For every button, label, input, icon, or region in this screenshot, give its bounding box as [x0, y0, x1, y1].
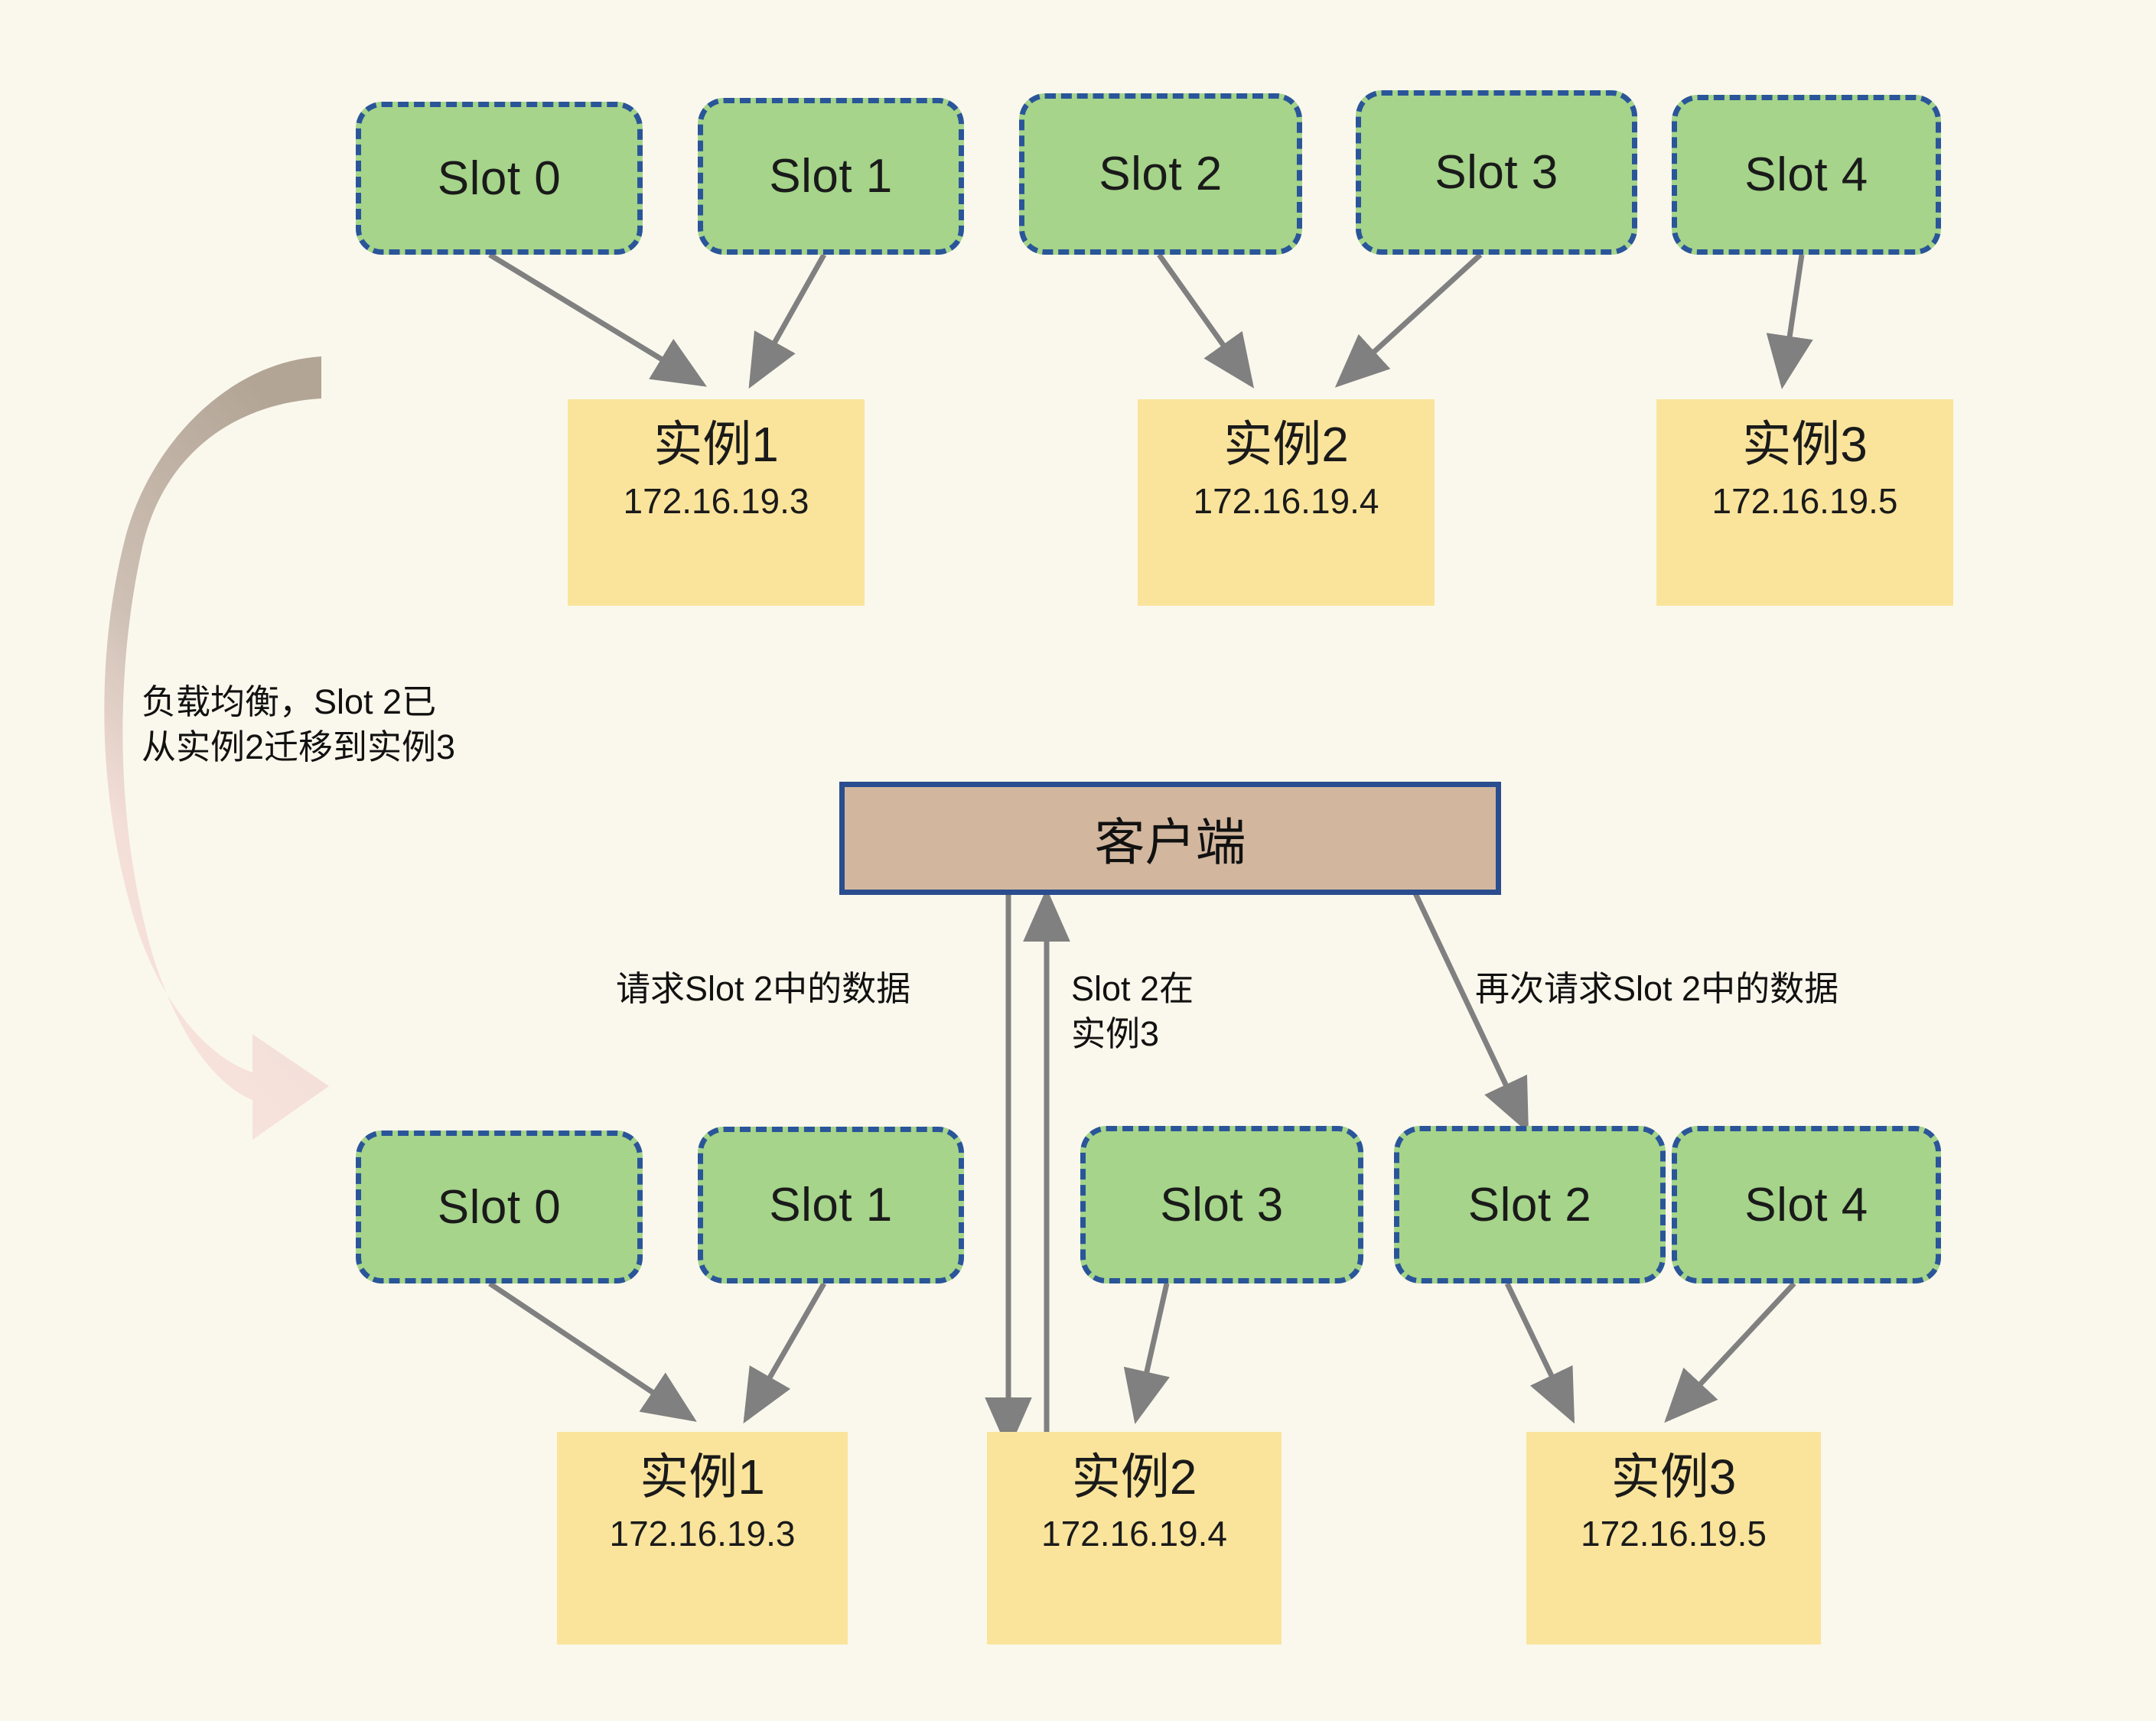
bottom-instance-1-name: 实例1 — [640, 1449, 765, 1505]
top-slot-0-label: Slot 0 — [437, 151, 562, 205]
bottom-instance-3-name: 实例3 — [1610, 1449, 1737, 1505]
top-slot-instance-arrows — [488, 252, 1813, 389]
bottom-instance-1[interactable]: 实例1 172.16.19.3 — [557, 1432, 848, 1645]
bottom-instance-2-name: 实例2 — [1071, 1449, 1197, 1505]
top-instance-2-name: 实例2 — [1223, 417, 1349, 472]
top-instance-3[interactable]: 实例3 172.16.19.5 — [1656, 399, 1953, 606]
bottom-slot-4[interactable]: Slot 4 — [1672, 1126, 1941, 1283]
bottom-slot-3[interactable]: Slot 3 — [1080, 1126, 1363, 1283]
arrow-bslot0-to-instance1 — [488, 1281, 697, 1422]
top-instance-2[interactable]: 实例2 172.16.19.4 — [1138, 399, 1435, 606]
top-instance-1[interactable]: 实例1 172.16.19.3 — [568, 399, 865, 606]
request-slot2-note: 请求Slot 2中的数据 — [616, 969, 911, 1008]
redirect-reply-note: Slot 2在 实例3 — [1071, 969, 1194, 1054]
top-slot-2-label: Slot 2 — [1099, 148, 1223, 200]
top-instance-2-ip: 172.16.19.4 — [1193, 481, 1379, 522]
arrow-bslot3-to-instance2 — [1123, 1283, 1170, 1424]
top-slot-3[interactable]: Slot 3 — [1356, 90, 1637, 255]
top-instance-1-ip: 172.16.19.3 — [623, 481, 809, 522]
request-again-note: 再次请求Slot 2中的数据 — [1475, 969, 1839, 1008]
migration-note: 负载均衡，Slot 2已 从实例2迁移到实例3 — [142, 682, 456, 767]
arrow-bslot1-to-instance1 — [743, 1282, 827, 1424]
bottom-slot-2[interactable]: Slot 2 — [1394, 1126, 1666, 1283]
bottom-slot-0[interactable]: Slot 0 — [356, 1131, 643, 1283]
top-slot-1[interactable]: Slot 1 — [698, 98, 964, 255]
bottom-instance-1-ip: 172.16.19.3 — [609, 1514, 796, 1554]
bottom-slot-1-label: Slot 1 — [769, 1179, 893, 1231]
arrow-slot3-to-instance2 — [1334, 252, 1483, 388]
top-slot-0[interactable]: Slot 0 — [356, 102, 643, 255]
client-box[interactable]: 客户端 — [839, 782, 1501, 895]
bottom-instance-2[interactable]: 实例2 172.16.19.4 — [987, 1432, 1282, 1645]
bottom-slot-4-label: Slot 4 — [1744, 1178, 1868, 1231]
bottom-slot-3-label: Slot 3 — [1160, 1178, 1284, 1231]
client-label: 客户端 — [1094, 814, 1246, 870]
top-slot-3-label: Slot 3 — [1435, 146, 1558, 199]
bottom-instance-3[interactable]: 实例3 172.16.19.5 — [1526, 1432, 1821, 1645]
arrow-slot0-to-instance1 — [488, 252, 707, 387]
top-instance-1-name: 实例1 — [653, 417, 779, 472]
bottom-instance-2-ip: 172.16.19.4 — [1041, 1514, 1227, 1554]
top-slot-2[interactable]: Slot 2 — [1019, 93, 1302, 255]
arrow-bslot2-to-instance3 — [1504, 1282, 1575, 1424]
top-slot-4[interactable]: Slot 4 — [1672, 95, 1941, 255]
bottom-slot-2-label: Slot 2 — [1467, 1178, 1592, 1231]
bottom-slot-0-label: Slot 0 — [437, 1180, 562, 1234]
top-slot-4-label: Slot 4 — [1744, 148, 1868, 201]
arrow-bslot4-to-instance3 — [1664, 1281, 1796, 1423]
bottom-slot-instance-arrows — [488, 1281, 1796, 1424]
arrow-slot1-to-instance1 — [748, 253, 827, 389]
bottom-slot-1[interactable]: Slot 1 — [698, 1127, 964, 1283]
arrow-slot2-to-instance2 — [1157, 252, 1255, 389]
arrow-slot4-to-instance3 — [1766, 254, 1813, 389]
top-slot-1-label: Slot 1 — [769, 150, 893, 203]
bottom-instance-3-ip: 172.16.19.5 — [1580, 1514, 1767, 1554]
top-instance-3-name: 实例3 — [1742, 417, 1868, 472]
top-instance-3-ip: 172.16.19.5 — [1711, 481, 1898, 522]
